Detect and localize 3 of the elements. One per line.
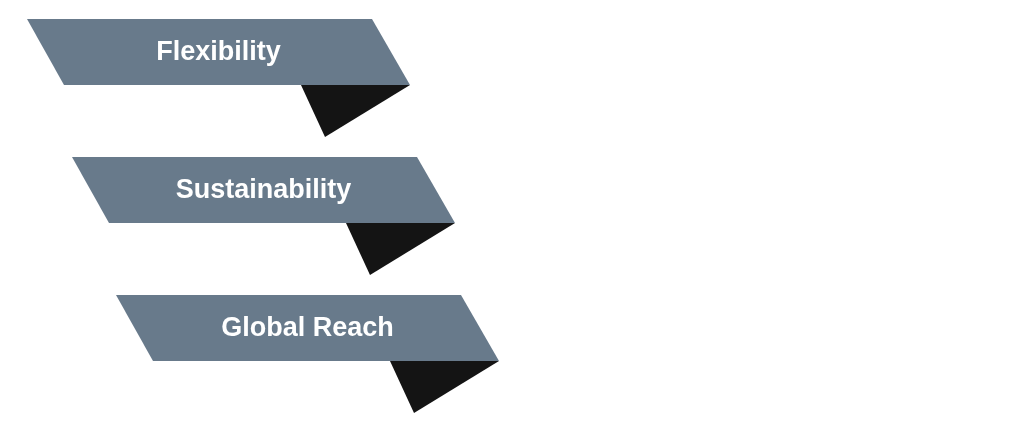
banner-label: Sustainability bbox=[175, 174, 352, 206]
banner-label: Global Reach bbox=[221, 312, 394, 344]
banner-label: Flexibility bbox=[156, 36, 281, 68]
